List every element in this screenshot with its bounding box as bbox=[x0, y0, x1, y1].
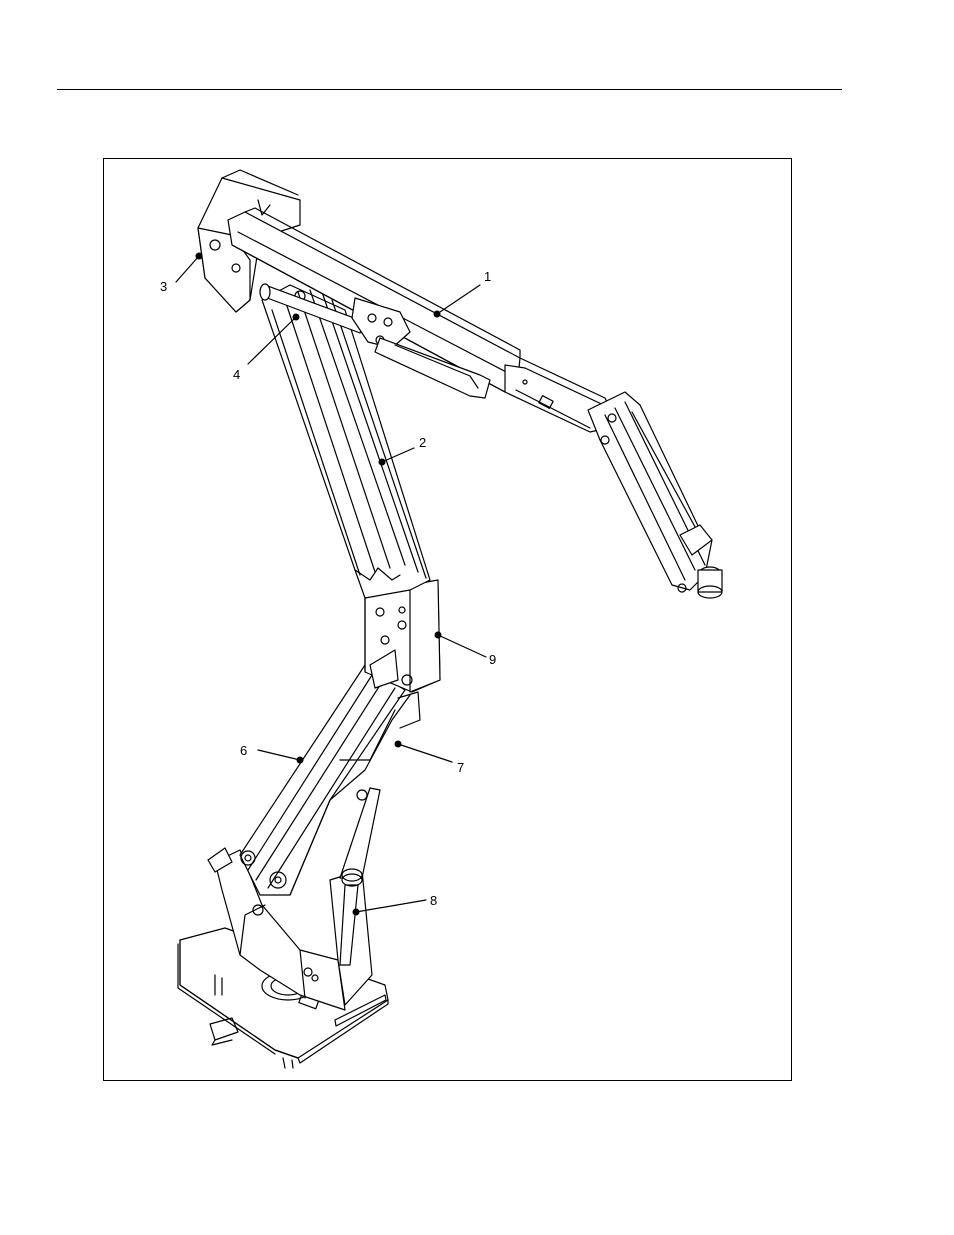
callout-6: 6 bbox=[240, 744, 247, 757]
callout-1: 1 bbox=[484, 270, 491, 283]
callout-8: 8 bbox=[430, 894, 437, 907]
callout-9: 9 bbox=[489, 653, 496, 666]
callout-3: 3 bbox=[160, 280, 167, 293]
jib-assembly bbox=[588, 392, 722, 598]
callout-4: 4 bbox=[233, 368, 240, 381]
callout-2: 2 bbox=[419, 436, 426, 449]
callout-7: 7 bbox=[457, 761, 464, 774]
